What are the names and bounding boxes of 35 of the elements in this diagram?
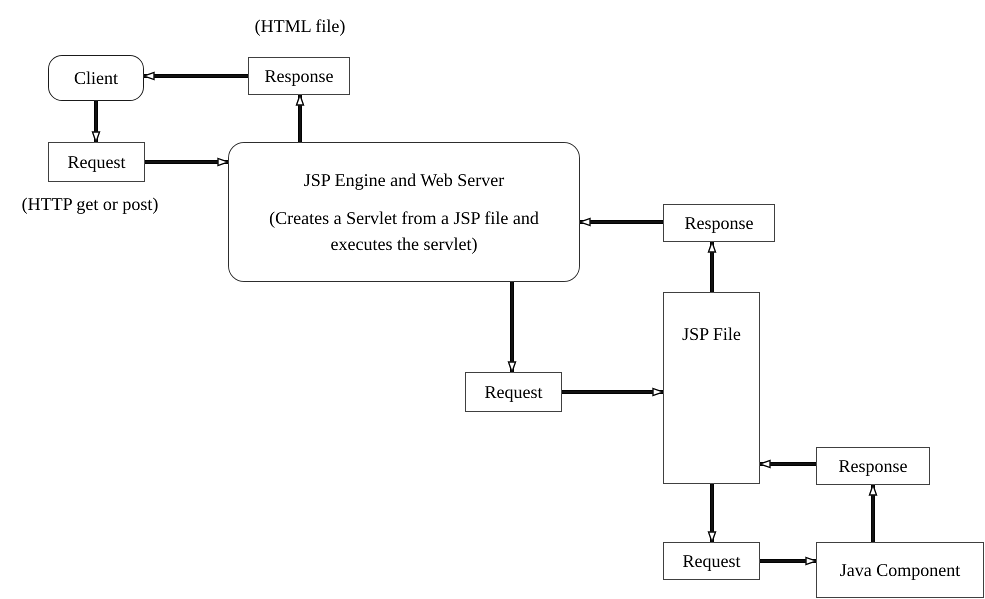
arrow — [868, 484, 878, 542]
arrow — [579, 218, 663, 226]
node-label: Request — [68, 151, 126, 174]
arrow — [508, 282, 516, 373]
process-box — [663, 204, 775, 242]
process-box — [248, 57, 350, 95]
node-caption: (HTTP get or post) — [20, 193, 160, 216]
process-box — [465, 372, 562, 412]
arrow — [708, 484, 716, 543]
process-box — [663, 542, 760, 580]
arrow — [145, 158, 229, 166]
node-label: Response — [838, 455, 908, 478]
node-label: JSP File — [682, 323, 741, 346]
arrow — [92, 101, 100, 143]
arrow — [760, 556, 817, 566]
node-caption: (HTML file) — [254, 15, 346, 38]
node-label: JSP Engine and Web Server — [304, 169, 504, 192]
node-label: Response — [684, 212, 754, 235]
arrow — [759, 460, 816, 468]
process-box — [48, 142, 145, 182]
server-box — [228, 142, 580, 282]
process-box — [816, 542, 984, 598]
file-box — [663, 292, 760, 484]
client-box — [48, 55, 144, 101]
arrow — [562, 388, 664, 396]
node-label: (Creates a Servlet from a JSP file and executes the servlet) — [268, 207, 540, 256]
node-label: Client — [74, 67, 118, 90]
node-label: Request — [682, 550, 740, 573]
arrow — [296, 94, 304, 142]
node-label: Request — [484, 381, 542, 404]
process-box — [816, 447, 930, 485]
node-label: Java Component — [840, 559, 960, 582]
arrow — [143, 72, 248, 80]
arrow — [708, 241, 716, 292]
node-label: Response — [264, 65, 334, 88]
